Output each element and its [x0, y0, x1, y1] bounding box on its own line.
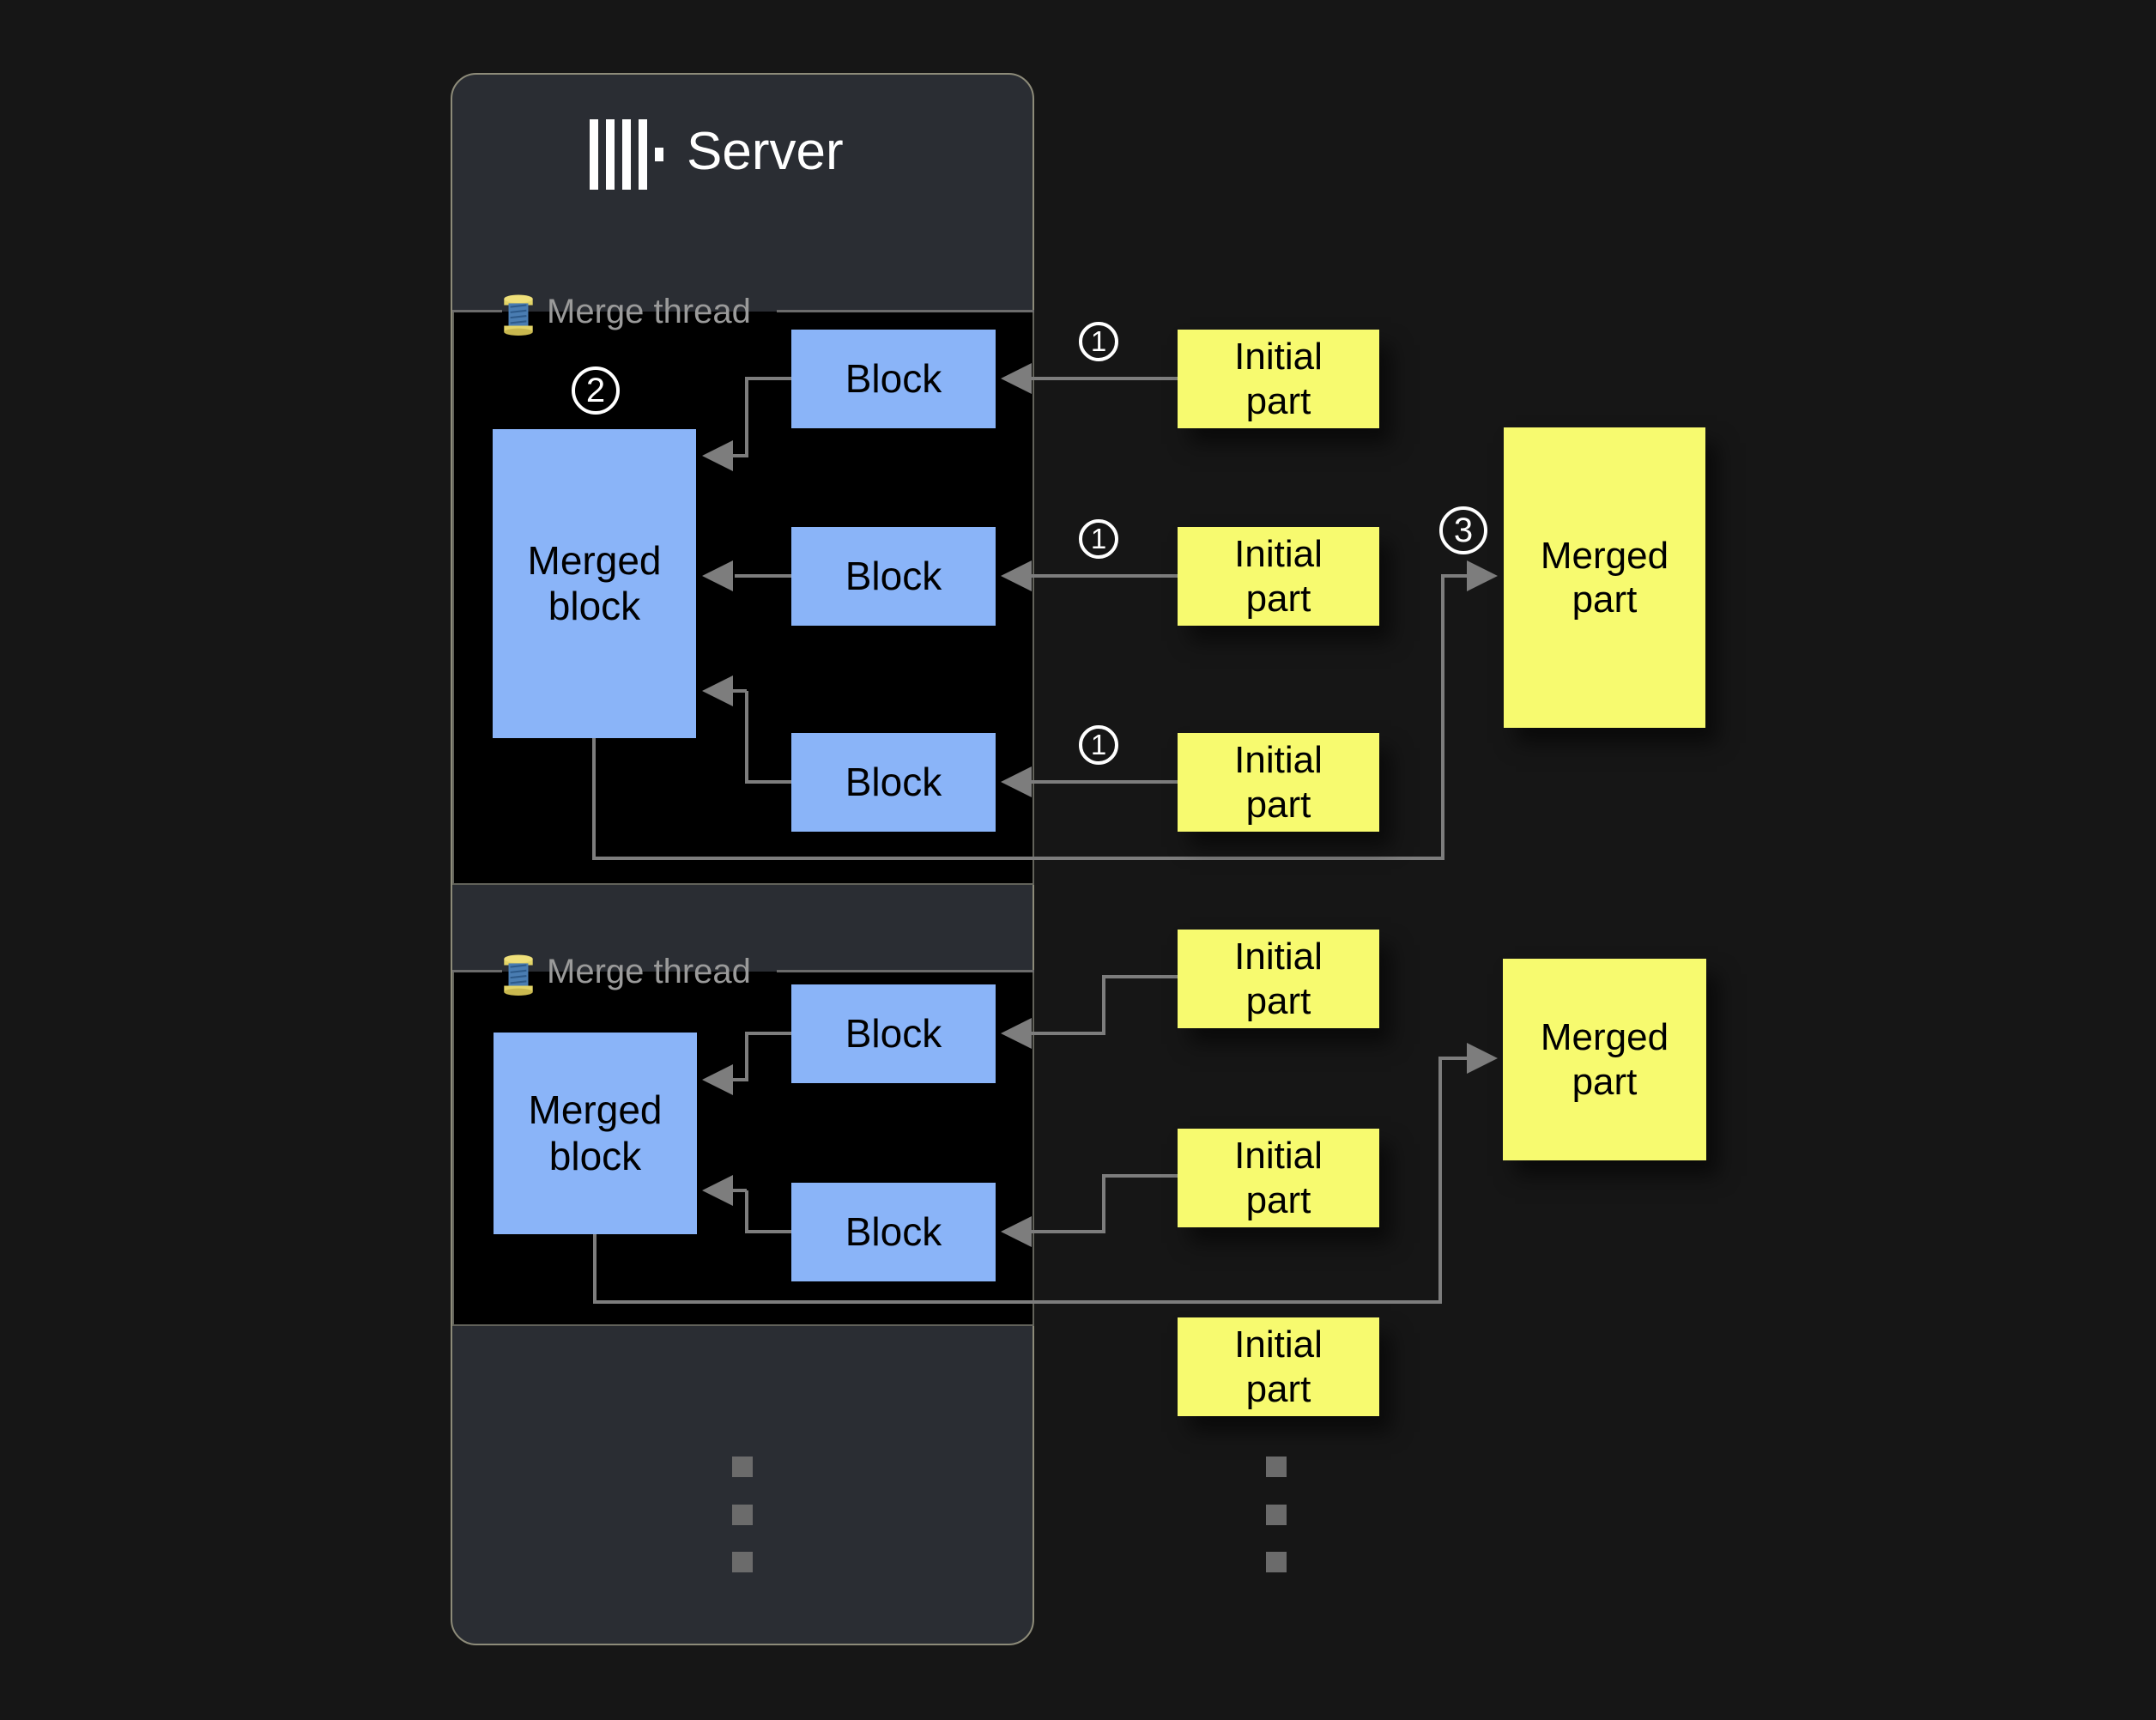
connector-segment	[1102, 1174, 1105, 1233]
connector-segment	[745, 691, 748, 784]
connector-segment	[1441, 574, 1444, 860]
connector-segment	[733, 1189, 747, 1192]
merge-thread-label-2: Merge thread	[547, 953, 751, 990]
initial-part-note: Initial part	[1178, 733, 1379, 832]
initial-part-note: Initial part	[1178, 1129, 1379, 1227]
thread-spool-icon	[504, 954, 533, 996]
arrowhead-right-icon	[1467, 1043, 1498, 1074]
arrowhead-left-icon	[1001, 766, 1032, 797]
initial-part-note: Initial part	[1178, 330, 1379, 428]
connector-segment	[1102, 975, 1178, 978]
connector-segment	[745, 377, 748, 457]
block-1-2: Block	[791, 527, 996, 626]
ellipsis-dot	[732, 1457, 753, 1477]
connector-segment	[592, 857, 1444, 860]
block-2-1: Block	[791, 984, 996, 1083]
ellipsis-dot	[1266, 1552, 1287, 1572]
ellipsis-dot	[732, 1505, 753, 1525]
merged-block-1: Merged block	[493, 429, 696, 738]
connector-segment	[733, 454, 747, 457]
logo-bar	[590, 119, 598, 190]
connector-segment	[733, 1078, 747, 1081]
arrowhead-left-icon	[1001, 1018, 1032, 1049]
connector-segment	[1438, 1057, 1442, 1304]
block-2-2: Block	[791, 1183, 996, 1281]
logo-bar	[622, 119, 631, 190]
step-badge-3: 3	[1439, 506, 1487, 554]
merge-thread-label-1: Merge thread	[547, 293, 751, 330]
arrowhead-left-icon	[702, 1064, 733, 1095]
connector-segment	[1444, 574, 1469, 578]
ellipsis-dot	[1266, 1457, 1287, 1477]
connector-segment	[745, 1032, 748, 1081]
thread-spool-icon	[504, 294, 533, 336]
arrowhead-left-icon	[702, 440, 733, 471]
block-1-1: Block	[791, 330, 996, 428]
logo-bar	[606, 119, 615, 190]
connector-segment	[733, 689, 747, 693]
connector-segment	[745, 1032, 791, 1035]
connector-segment	[1032, 780, 1178, 784]
connector-segment	[1032, 377, 1178, 380]
connector-segment	[593, 1234, 597, 1304]
connector-segment	[1102, 975, 1105, 1035]
connector-segment	[1032, 574, 1178, 578]
arrowhead-left-icon	[702, 675, 733, 706]
logo-bar	[639, 119, 647, 190]
arrowhead-left-icon	[1001, 363, 1032, 394]
connector-segment	[745, 780, 791, 784]
connector-segment	[1102, 1174, 1178, 1178]
initial-part-note: Initial part	[1178, 930, 1379, 1028]
step-badge-1: 1	[1079, 519, 1118, 559]
arrowhead-left-icon	[702, 1175, 733, 1206]
legend-line	[777, 310, 1034, 312]
ellipsis-dot	[1266, 1505, 1287, 1525]
arrowhead-left-icon	[702, 560, 733, 591]
arrowhead-left-icon	[1001, 560, 1032, 591]
merged-part-note: Merged part	[1503, 959, 1706, 1160]
step-badge-1: 1	[1079, 725, 1118, 765]
connector-segment	[745, 1190, 748, 1233]
connector-segment	[1442, 1057, 1467, 1060]
connector-segment	[593, 1300, 1442, 1304]
legend-line	[777, 970, 1034, 972]
connector-segment	[1032, 1032, 1105, 1035]
arrowhead-left-icon	[1001, 1216, 1032, 1247]
logo-dot	[655, 148, 663, 161]
ellipsis-dot	[732, 1552, 753, 1572]
connector-segment	[592, 738, 596, 860]
merged-block-2: Merged block	[494, 1033, 697, 1234]
block-1-3: Block	[791, 733, 996, 832]
clickhouse-logo-icon	[590, 119, 663, 190]
step-badge-2: 2	[572, 366, 620, 415]
connector-segment	[1032, 1230, 1105, 1233]
step-badge-1: 1	[1079, 322, 1118, 361]
initial-part-note: Initial part	[1178, 527, 1379, 626]
connector-segment	[745, 1230, 791, 1233]
legend-line	[452, 970, 502, 972]
connector-segment	[745, 377, 791, 380]
connector-segment	[735, 574, 791, 578]
merged-part-note: Merged part	[1504, 427, 1705, 728]
server-title: Server	[687, 122, 844, 181]
legend-line	[452, 310, 502, 312]
initial-part-note: Initial part	[1178, 1317, 1379, 1416]
arrowhead-right-icon	[1467, 560, 1498, 591]
